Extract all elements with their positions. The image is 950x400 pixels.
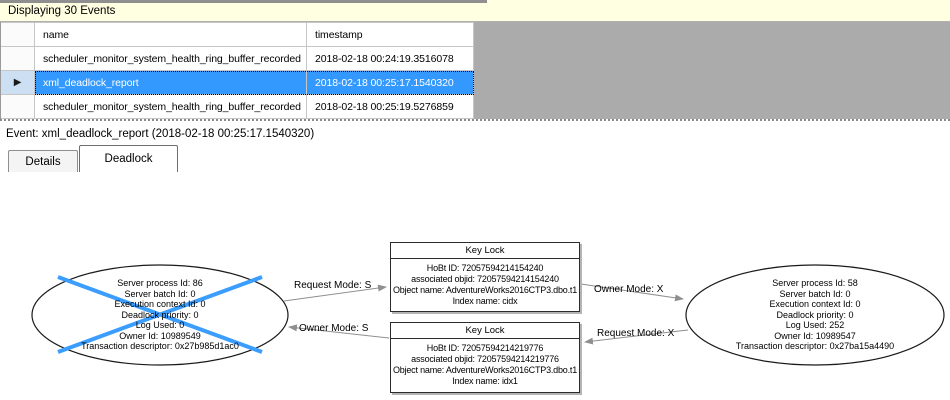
process-detail-line: Server batch Id: 0 — [124, 288, 196, 299]
resource-detail-line: associated objid: 72057594214154240 — [411, 274, 559, 284]
events-grid: name timestamp scheduler_monitor_system_… — [0, 22, 950, 119]
header-cells: name timestamp — [35, 22, 474, 47]
process-detail-line: Execution context Id: 0 — [114, 299, 206, 309]
column-header-timestamp[interactable]: timestamp — [307, 22, 474, 47]
resource-detail-line: Index name: cidx — [452, 296, 518, 306]
edge-line-request-x — [584, 329, 689, 345]
events-count-label: Displaying 30 Events — [8, 4, 116, 17]
resource-title: Key Lock — [391, 323, 579, 339]
current-row-indicator-icon: ▶ — [13, 76, 22, 88]
process-node-left[interactable] — [31, 264, 289, 366]
edge-label-request-mode-x: Request Mode: X — [597, 328, 675, 339]
process-detail-line: Owner Id: 10989549 — [119, 330, 201, 341]
edge-line-request-s — [283, 284, 387, 302]
deadlock-graph-canvas: Server process Id: 86 Server batch Id: 0… — [0, 172, 950, 400]
process-detail-line: Transaction descriptor: 0x27b985d1ac0 — [81, 341, 239, 351]
event-row[interactable]: scheduler_monitor_system_health_ring_buf… — [1, 95, 474, 119]
row-gutter: ▶ — [1, 71, 35, 95]
resource-node-key-lock-top[interactable]: Key Lock HoBt ID: 72057594214154240 asso… — [390, 242, 580, 312]
edge-label-owner-mode-s: Owner Mode: S — [299, 323, 369, 334]
resource-detail-line: Index name: idx1 — [452, 376, 518, 386]
event-row-selected[interactable]: ▶ xml_deadlock_report 2018-02-18 00:25:1… — [1, 71, 474, 95]
process-detail-line: Execution context Id: 0 — [769, 299, 861, 309]
cell-timestamp[interactable]: 2018-02-18 00:25:19.5276859 — [307, 95, 474, 119]
resource-details: HoBt ID: 72057594214219776 associated ob… — [391, 339, 579, 387]
cell-timestamp[interactable]: 2018-02-18 00:25:17.1540320 — [307, 71, 474, 95]
tab-details[interactable]: Details — [8, 150, 78, 172]
resource-detail-line: associated objid: 72057594214219776 — [411, 354, 559, 364]
resource-title: Key Lock — [391, 243, 579, 259]
event-detail-tabs: Details Deadlock — [0, 144, 950, 172]
cell-name[interactable]: scheduler_monitor_system_health_ring_buf… — [35, 47, 307, 71]
grid-header-row: name timestamp — [1, 22, 474, 47]
process-node-right[interactable] — [685, 264, 945, 366]
events-grid-table: name timestamp scheduler_monitor_system_… — [0, 22, 474, 119]
process-detail-line: Transaction descriptor: 0x27ba15a4490 — [735, 341, 895, 351]
edge-line-owner-s — [288, 324, 390, 339]
resource-details: HoBt ID: 72057594214154240 associated ob… — [391, 259, 579, 307]
resource-detail-line: HoBt ID: 72057594214154240 — [426, 263, 544, 273]
resource-detail-line: Object name: AdventureWorks2016CTP3.dbo.… — [392, 365, 578, 375]
event-summary-label: Event: xml_deadlock_report (2018-02-18 0… — [6, 128, 315, 140]
row-gutter — [1, 95, 35, 119]
cell-timestamp[interactable]: 2018-02-18 00:24:19.3516078 — [307, 47, 474, 71]
row-cells: scheduler_monitor_system_health_ring_buf… — [35, 95, 474, 119]
cell-name[interactable]: xml_deadlock_report — [35, 71, 307, 95]
row-gutter — [1, 47, 35, 71]
edge-label-request-mode-s: Request Mode: S — [294, 280, 372, 291]
top-edge-strip — [0, 0, 487, 3]
edge-line-owner-x — [580, 283, 684, 302]
process-detail-line: Log Used: 252 — [785, 320, 845, 330]
process-node-right-details[interactable]: Server process Id: 58 Server batch Id: 0… — [690, 278, 940, 352]
resource-node-key-lock-bottom[interactable]: Key Lock HoBt ID: 72057594214219776 asso… — [390, 322, 580, 393]
deadlock-graph-svg — [31, 264, 945, 366]
cell-name[interactable]: scheduler_monitor_system_health_ring_buf… — [35, 95, 307, 119]
process-node-left-details[interactable]: Server process Id: 86 Server batch Id: 0… — [35, 278, 285, 352]
victim-cross-icon — [57, 275, 263, 354]
process-detail-line: Server process Id: 58 — [772, 278, 858, 288]
resource-detail-line: HoBt ID: 72057594214219776 — [426, 343, 544, 353]
process-detail-line: Deadlock priority: 0 — [121, 309, 199, 320]
resource-detail-line: Object name: AdventureWorks2016CTP3.dbo.… — [392, 285, 578, 295]
process-detail-line: Server batch Id: 0 — [779, 288, 851, 299]
event-row[interactable]: scheduler_monitor_system_health_ring_buf… — [1, 47, 474, 71]
column-header-name[interactable]: name — [35, 22, 307, 47]
process-detail-line: Owner Id: 10989547 — [774, 330, 856, 341]
event-summary-bar: Event: xml_deadlock_report (2018-02-18 0… — [0, 124, 950, 144]
splitter-divider — [0, 119, 950, 124]
row-cells: xml_deadlock_report 2018-02-18 00:25:17.… — [35, 71, 474, 95]
process-detail-line: Log Used: 0 — [135, 320, 185, 330]
process-detail-line: Deadlock priority: 0 — [776, 309, 854, 320]
tab-deadlock[interactable]: Deadlock — [79, 145, 178, 172]
row-cells: scheduler_monitor_system_health_ring_buf… — [35, 47, 474, 71]
header-corner — [1, 22, 35, 47]
events-count-bar: Displaying 30 Events — [0, 0, 950, 22]
edge-label-owner-mode-x: Owner Mode: X — [594, 284, 664, 295]
process-detail-line: Server process Id: 86 — [117, 278, 203, 288]
